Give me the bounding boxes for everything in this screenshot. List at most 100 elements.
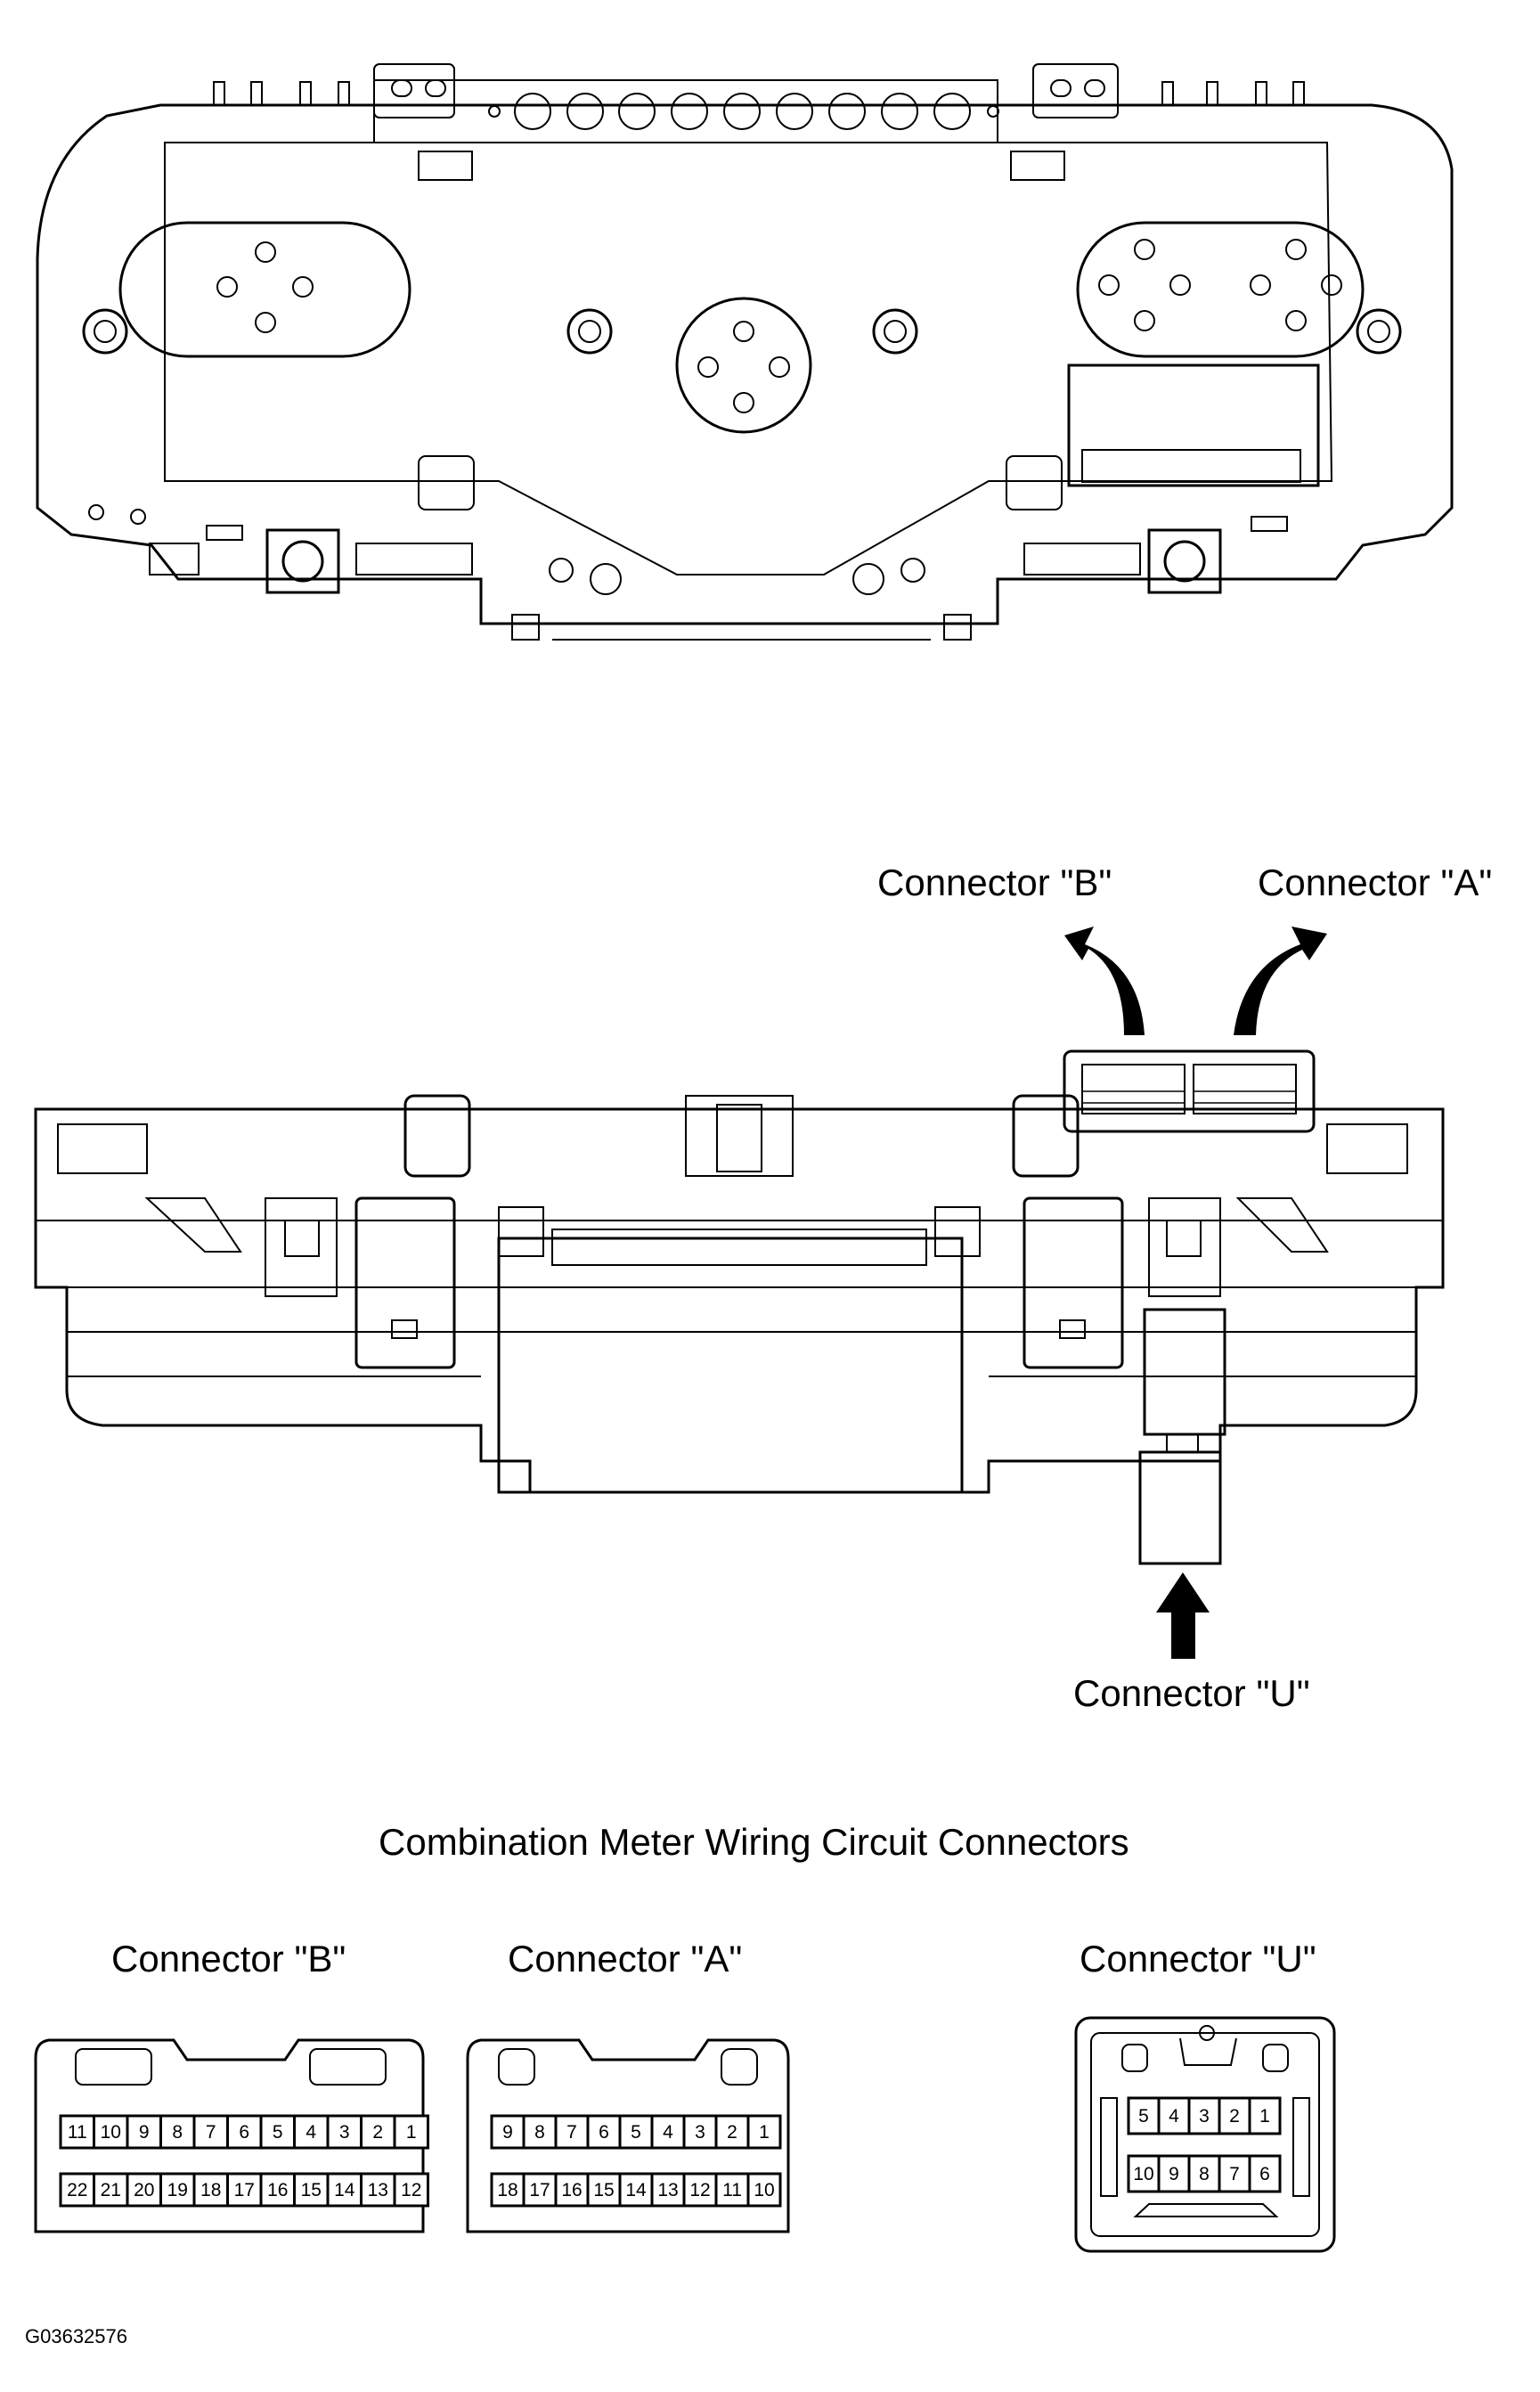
connector-a-socket — [1193, 1064, 1297, 1114]
pin-number: 14 — [625, 2180, 647, 2200]
center-gauge-housing — [675, 297, 812, 434]
pin-number: 11 — [68, 2122, 87, 2143]
pin-number: 5 — [1138, 2106, 1149, 2127]
left-gauge-housing — [118, 221, 411, 358]
pin-cell — [1248, 2154, 1282, 2193]
pin-number: 6 — [1259, 2164, 1270, 2184]
pin-number: 9 — [1169, 2164, 1179, 2184]
pin-number: 7 — [206, 2122, 216, 2143]
pin-number: 7 — [1229, 2164, 1240, 2184]
arrow-connector-u — [1156, 1572, 1210, 1659]
top-edge-pins — [213, 81, 1305, 106]
pin-cell — [746, 2114, 782, 2150]
pin-number: 8 — [1199, 2164, 1210, 2184]
pin-number: 4 — [1169, 2106, 1179, 2127]
pin-number: 1 — [1259, 2106, 1270, 2127]
pin-cell — [393, 2172, 429, 2208]
pin-number: 21 — [101, 2180, 121, 2200]
pin-number: 12 — [401, 2180, 421, 2200]
pin-number: 5 — [273, 2122, 283, 2143]
pin-number: 9 — [502, 2122, 513, 2143]
pin-number: 15 — [593, 2180, 614, 2200]
connector-housing-a-b — [1063, 1049, 1316, 1133]
label-connector-u: Connector "U" — [1080, 1938, 1316, 1980]
pin-number: 2 — [1229, 2106, 1240, 2127]
pin-number: 22 — [67, 2180, 87, 2200]
pin-cell — [490, 2114, 526, 2150]
pin-cell — [226, 2172, 263, 2208]
pin-cell — [522, 2172, 558, 2208]
pin-number: 20 — [134, 2180, 154, 2200]
pin-cell — [159, 2172, 196, 2208]
pin-cell — [650, 2172, 686, 2208]
pin-number: 16 — [561, 2180, 582, 2200]
pin-cell — [259, 2172, 296, 2208]
pin-cell — [490, 2172, 526, 2208]
pin-number: 13 — [657, 2180, 678, 2200]
pin-number: 14 — [334, 2180, 355, 2200]
pin-cell — [1248, 2096, 1282, 2135]
label-connector-a: Connector "A" — [508, 1938, 742, 1980]
pin-number: 5 — [631, 2122, 641, 2143]
pin-number: 13 — [368, 2180, 388, 2200]
center-gauge-bulb-sockets — [697, 321, 790, 413]
pin-number: 8 — [172, 2122, 183, 2143]
pin-cell — [326, 2172, 363, 2208]
pin-cell — [1218, 2154, 1251, 2193]
pin-cell — [1127, 2154, 1161, 2193]
pin-number: 2 — [727, 2122, 737, 2143]
label-connector-a-top: Connector "A" — [1258, 861, 1492, 903]
pin-number: 2 — [372, 2122, 383, 2143]
connector-b-socket — [1081, 1064, 1186, 1114]
meter-rear-view — [36, 63, 1454, 641]
right-gauge-bulb-sockets — [1098, 239, 1342, 331]
connector-u-body — [1143, 1308, 1226, 1436]
pin-number: 3 — [339, 2122, 350, 2143]
connector-a-pins-bottom: 18 17 16 15 14 13 12 11 10 — [490, 2172, 782, 2208]
pin-number: 6 — [239, 2122, 249, 2143]
pin-number: 1 — [759, 2122, 770, 2143]
pin-cell — [293, 2114, 330, 2150]
pin-number: 3 — [1199, 2106, 1210, 2127]
pin-cell — [1187, 2096, 1221, 2135]
pin-number: 18 — [497, 2180, 517, 2200]
pin-number: 15 — [301, 2180, 322, 2200]
pin-number: 10 — [1133, 2164, 1153, 2184]
pin-number: 8 — [534, 2122, 545, 2143]
pin-cell — [360, 2172, 396, 2208]
pin-cell — [1157, 2096, 1191, 2135]
pin-number: 9 — [139, 2122, 150, 2143]
pin-cell — [586, 2114, 622, 2150]
pin-cell — [554, 2114, 590, 2150]
pin-number: 12 — [689, 2180, 710, 2200]
pin-number: 11 — [722, 2180, 742, 2200]
right-gauge-housing — [1076, 221, 1365, 358]
pin-cell — [746, 2172, 782, 2208]
pin-number: 1 — [406, 2122, 417, 2143]
left-gauge-bulb-sockets — [216, 241, 314, 333]
label-connector-b-top: Connector "B" — [877, 861, 1112, 903]
pin-number: 17 — [234, 2180, 255, 2200]
pin-number: 4 — [306, 2122, 316, 2143]
pin-cell — [522, 2114, 558, 2150]
meter-side-view: Connector "B" Connector "A" Connector "U… — [34, 861, 1492, 1714]
pin-number: 19 — [167, 2180, 188, 2200]
pin-number: 4 — [663, 2122, 673, 2143]
pin-number: 6 — [599, 2122, 609, 2143]
pin-number: 10 — [754, 2180, 774, 2200]
pin-cell — [259, 2114, 296, 2150]
label-connector-u-top: Connector "U" — [1073, 1672, 1310, 1714]
arrow-connector-a — [1234, 927, 1327, 1035]
top-strip-holes — [488, 93, 999, 130]
pin-number: 18 — [200, 2180, 221, 2200]
pin-number: 7 — [566, 2122, 577, 2143]
pin-number: 17 — [529, 2180, 550, 2200]
